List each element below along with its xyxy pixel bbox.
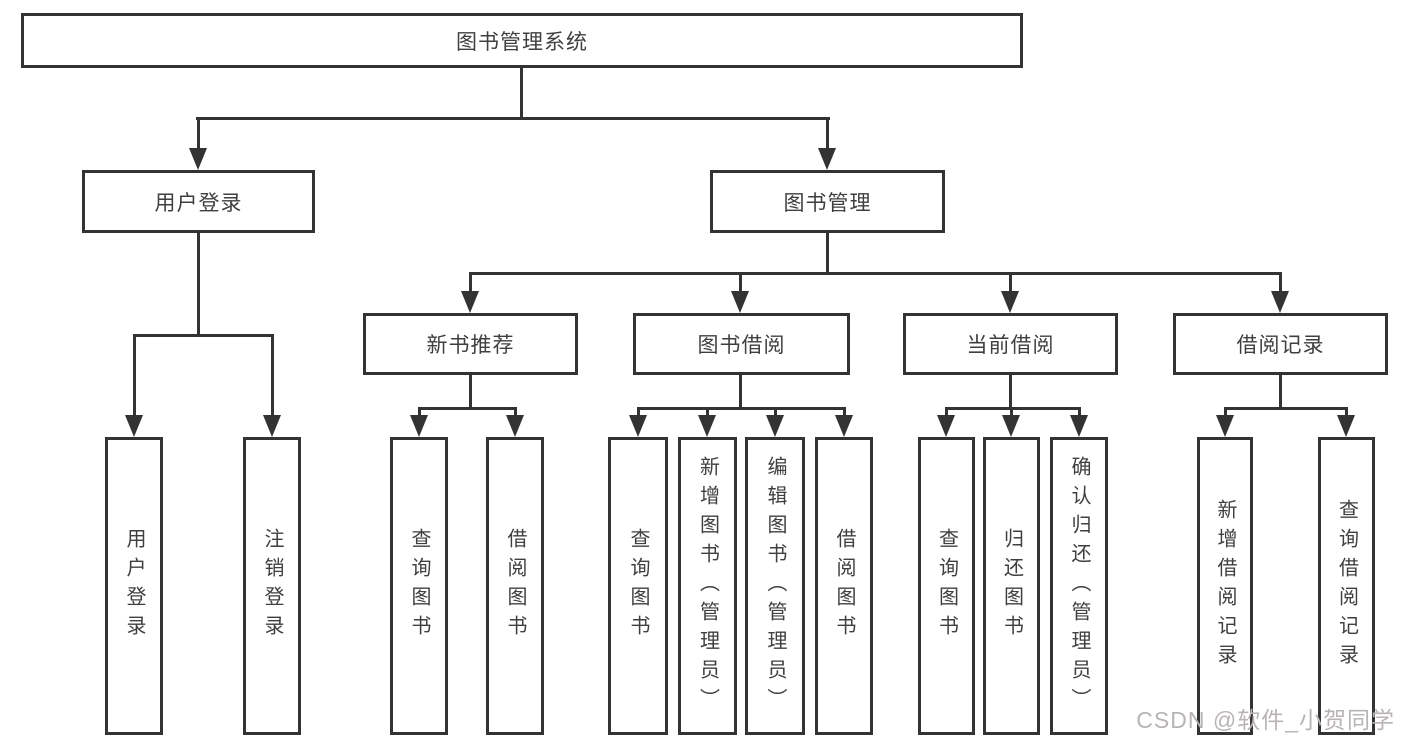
arrow-down-icon: [263, 415, 281, 437]
connector-drop: [1078, 407, 1081, 419]
arrow-down-icon: [125, 415, 143, 437]
connector-branch: [1224, 407, 1348, 410]
connector-stem: [826, 233, 829, 273]
connector-stem: [469, 375, 472, 408]
leaf-borrow-books: 借阅图书: [815, 437, 873, 735]
arrow-down-icon: [1070, 415, 1088, 437]
arrow-down-icon: [698, 415, 716, 437]
connector-drop: [271, 334, 274, 417]
arrow-down-icon: [629, 415, 647, 437]
connector-stem: [520, 68, 523, 118]
arrow-down-icon: [1002, 415, 1020, 437]
arrow-down-icon: [1216, 415, 1234, 437]
connector-drop: [843, 407, 846, 419]
connector-branch: [945, 407, 1081, 410]
leaf-query-borrow-record: 查询借阅记录: [1318, 437, 1375, 735]
connector-drop: [418, 407, 421, 419]
leaf-label: 查询图书: [627, 528, 649, 644]
connector-drop: [133, 334, 136, 417]
leaf-query-books-recommend: 查询图书: [390, 437, 448, 735]
leaf-user-login: 用户登录: [105, 437, 163, 735]
node-label: 借阅记录: [1236, 334, 1325, 357]
connector-drop: [469, 272, 472, 293]
connector-drop: [945, 407, 948, 419]
csdn-watermark: CSDN @软件_小贺同学: [1136, 707, 1395, 733]
node-label: 用户登录: [154, 191, 243, 215]
connector-drop: [826, 117, 829, 150]
arrow-down-icon: [189, 148, 207, 170]
node-user-login: 用户登录: [82, 170, 315, 233]
node-new-book-recommend: 新书推荐: [363, 313, 578, 375]
connector-stem: [1279, 375, 1282, 408]
connector-drop: [637, 407, 640, 419]
connector-branch: [196, 117, 830, 120]
leaf-label: 用户登录: [123, 528, 145, 644]
connector-drop: [706, 407, 709, 419]
connector-branch: [637, 407, 846, 410]
node-book-borrow: 图书借阅: [633, 313, 850, 375]
connector-drop: [774, 407, 777, 419]
node-label: 当前借阅: [966, 334, 1055, 357]
node-label: 图书借阅: [697, 334, 786, 357]
leaf-label: 查询借阅记录: [1335, 499, 1358, 673]
connector-drop: [1345, 407, 1348, 419]
leaf-query-books-borrow: 查询图书: [608, 437, 668, 735]
connector-drop: [197, 117, 200, 150]
connector-drop: [739, 272, 742, 293]
connector-stem: [739, 375, 742, 408]
node-borrow-records: 借阅记录: [1173, 313, 1388, 375]
leaf-label: 查询图书: [408, 528, 430, 644]
leaf-logout: 注销登录: [243, 437, 301, 735]
connector-branch: [469, 272, 1282, 275]
arrow-down-icon: [766, 415, 784, 437]
node-label: 图书管理系统: [456, 30, 588, 54]
leaf-add-books-admin: 新增图书（管理员）: [678, 437, 737, 735]
node-library-management-system: 图书管理系统: [21, 13, 1023, 68]
arrow-down-icon: [1001, 291, 1019, 313]
connector-drop: [1010, 407, 1013, 419]
node-book-management: 图书管理: [710, 170, 945, 233]
leaf-label: 借阅图书: [833, 528, 855, 644]
arrow-down-icon: [818, 148, 836, 170]
connector-drop: [514, 407, 517, 419]
node-label: 图书管理: [783, 191, 872, 215]
arrow-down-icon: [410, 415, 428, 437]
arrow-down-icon: [937, 415, 955, 437]
leaf-label: 编辑图书（管理员）: [764, 455, 786, 717]
arrow-down-icon: [1271, 291, 1289, 313]
connector-stem: [1009, 375, 1012, 408]
leaf-return-books: 归还图书: [983, 437, 1040, 735]
node-current-borrow: 当前借阅: [903, 313, 1118, 375]
leaf-borrow-books-recommend: 借阅图书: [486, 437, 544, 735]
leaf-label: 借阅图书: [504, 528, 526, 644]
leaf-query-books-current: 查询图书: [918, 437, 975, 735]
connector-drop: [1224, 407, 1227, 419]
arrow-down-icon: [1337, 415, 1355, 437]
arrow-down-icon: [835, 415, 853, 437]
connector-drop: [1009, 272, 1012, 293]
leaf-edit-books-admin: 编辑图书（管理员）: [745, 437, 805, 735]
arrow-down-icon: [731, 291, 749, 313]
connector-branch: [418, 407, 517, 410]
node-label: 新书推荐: [426, 334, 515, 357]
leaf-label: 新增借阅记录: [1214, 499, 1236, 673]
leaf-label: 注销登录: [261, 528, 283, 644]
arrow-down-icon: [461, 291, 479, 313]
leaf-confirm-return-admin: 确认归还（管理员）: [1050, 437, 1108, 735]
leaf-label: 新增图书（管理员）: [696, 455, 719, 717]
leaf-label: 查询图书: [935, 528, 958, 644]
connector-drop: [1279, 272, 1282, 293]
arrow-down-icon: [506, 415, 524, 437]
leaf-label: 归还图书: [1000, 528, 1023, 644]
connector-stem: [197, 233, 200, 335]
leaf-label: 确认归还（管理员）: [1068, 455, 1090, 717]
connector-branch: [133, 334, 274, 337]
leaf-add-borrow-record: 新增借阅记录: [1197, 437, 1253, 735]
